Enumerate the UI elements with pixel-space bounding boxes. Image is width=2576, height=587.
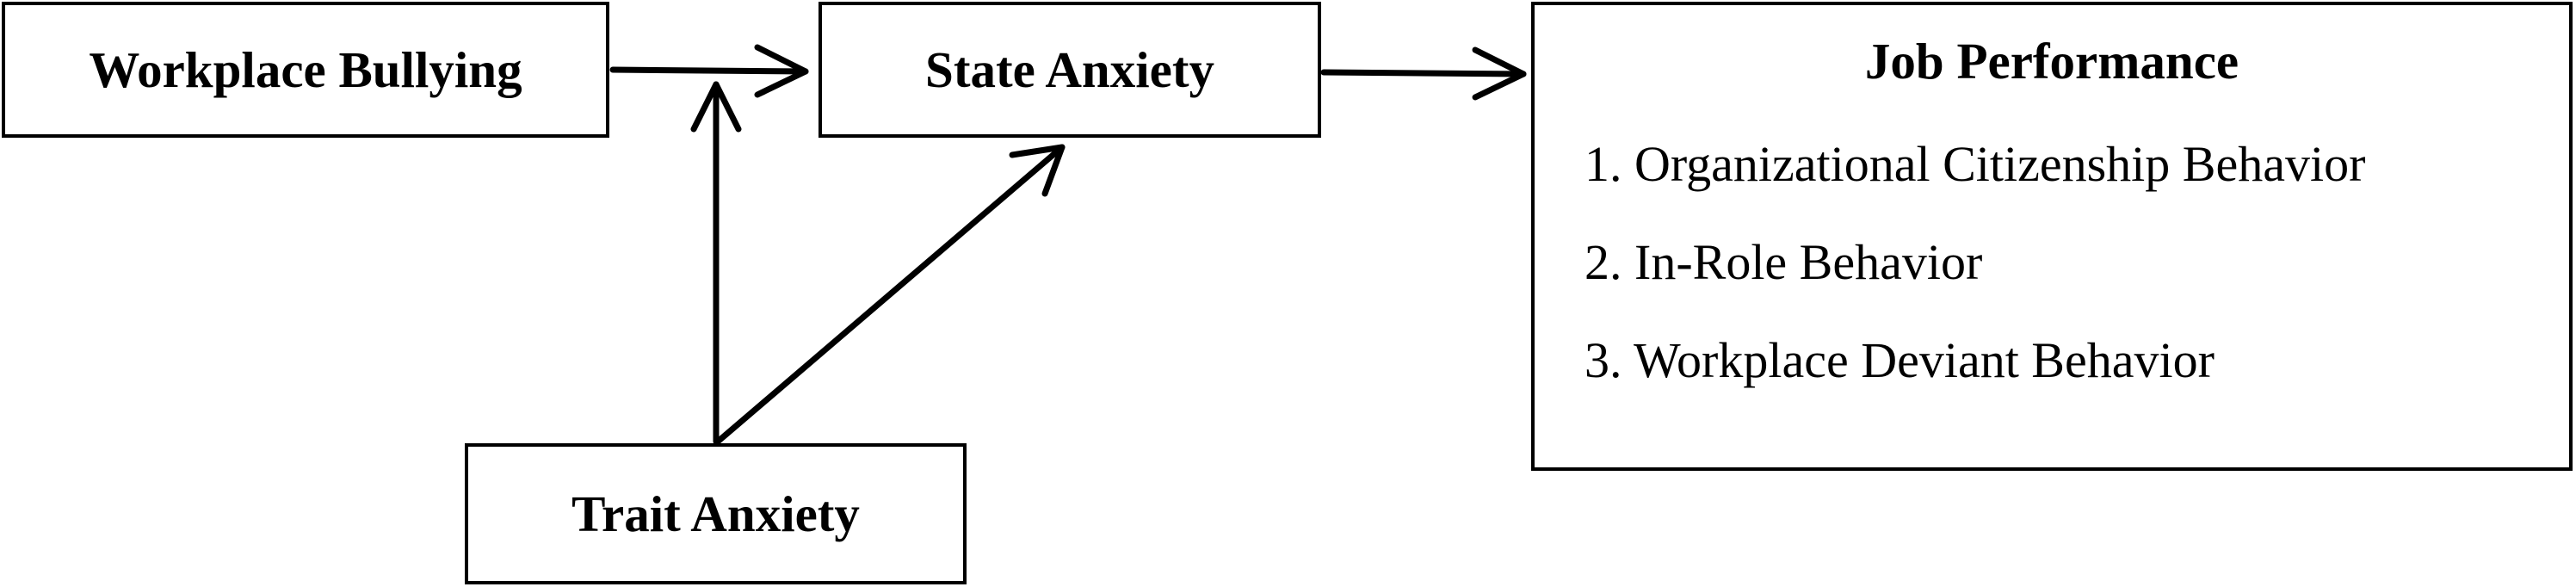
arrow-trait-anxiety-to-state-anxiety	[714, 144, 1066, 445]
node-job-performance-title: Job Performance	[1864, 33, 2239, 90]
job-performance-item-deviant: 3. Workplace Deviant Behavior	[1585, 332, 2215, 388]
node-trait-anxiety: Trait Anxiety	[465, 443, 967, 584]
node-workplace-bullying: Workplace Bullying	[2, 2, 609, 138]
job-performance-list: 1. Organizational Citizenship Behavior 2…	[1585, 139, 2365, 434]
arrow-bullying-to-state-anxiety	[609, 44, 809, 98]
node-trait-anxiety-label: Trait Anxiety	[571, 485, 860, 542]
node-state-anxiety: State Anxiety	[819, 2, 1321, 138]
arrow-state-anxiety-to-job-performance	[1320, 46, 1527, 101]
node-state-anxiety-label: State Anxiety	[925, 40, 1214, 98]
node-workplace-bullying-label: Workplace Bullying	[89, 40, 522, 98]
arrow-trait-anxiety-moderation	[690, 81, 742, 445]
node-job-performance: Job Performance 1. Organizational Citize…	[1531, 2, 2573, 471]
job-performance-item-in-role: 2. In-Role Behavior	[1585, 234, 1983, 290]
job-performance-item-ocb: 1. Organizational Citizenship Behavior	[1585, 136, 2366, 192]
